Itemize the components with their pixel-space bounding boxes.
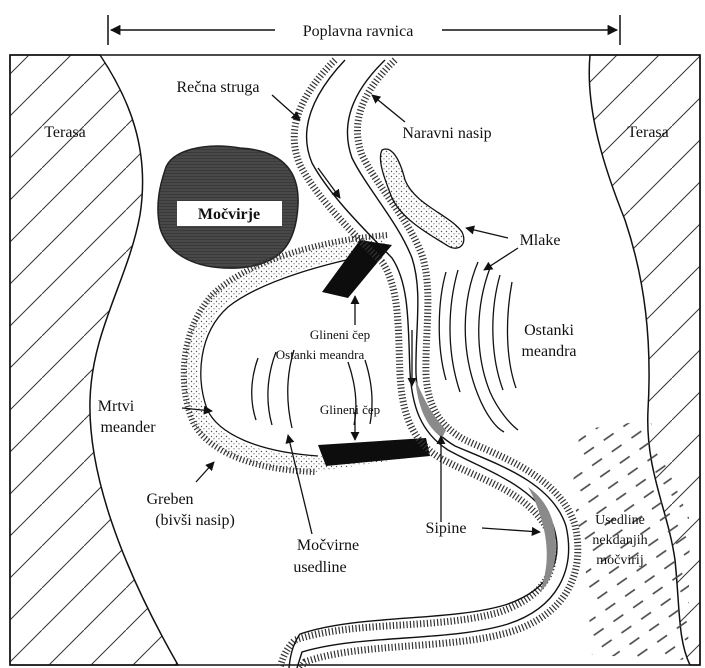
ridge-label-line1: Greben xyxy=(146,491,193,508)
floodplain-label: Poplavna ravnica xyxy=(303,23,414,40)
meander-remains-center-label: Ostanki meandra xyxy=(276,347,365,362)
river-bed-label: Rečna struga xyxy=(176,79,259,96)
swamp-deposits-label-line1: Močvirne xyxy=(297,537,359,554)
old-swamp-deposits-label-line1: Usedline xyxy=(595,513,645,528)
arrow-natural-levee xyxy=(372,95,405,122)
river-levee-right-hatch xyxy=(300,60,578,668)
arrow-pools-2 xyxy=(484,248,518,270)
sipine-bar-2 xyxy=(528,487,556,592)
terrace-left-label: Terasa xyxy=(44,124,86,141)
pool-mlake xyxy=(380,149,463,248)
swamp-deposits-label-line2: usedline xyxy=(293,559,346,576)
pools-label: Mlake xyxy=(520,232,561,249)
arrow-ridge xyxy=(196,462,214,482)
bars-label: Sipine xyxy=(426,520,467,537)
meander-remains-right xyxy=(439,262,518,432)
meander-remains-right-line1: Ostanki xyxy=(524,322,574,339)
arrow-sipine-2 xyxy=(482,528,540,532)
arrow-pools-1 xyxy=(466,228,508,238)
old-swamp-deposits-label-line3: močvirij xyxy=(596,553,643,568)
oxbow-label-line2: meander xyxy=(100,419,156,436)
river-bank-right xyxy=(297,60,569,668)
old-swamp-deposits-label-line2: nekdanjih xyxy=(592,533,647,548)
ridge-label-line2: (bivši nasip) xyxy=(155,512,235,529)
arrow-swamp-deposits xyxy=(288,435,312,534)
terrace-right-label: Terasa xyxy=(627,124,669,141)
clay-plug-bottom-label: Glineni čep xyxy=(320,402,380,417)
meander-remains-right-line2: meandra xyxy=(521,343,576,360)
arrow-river-bed xyxy=(272,95,300,120)
natural-levee-label: Naravni nasip xyxy=(402,125,491,142)
terrace-left-area xyxy=(10,55,178,665)
clay-plug-top-label: Glineni čep xyxy=(310,327,370,342)
swamp-label: Močvirje xyxy=(198,206,260,223)
oxbow-label-line1: Mrtvi xyxy=(98,398,135,415)
